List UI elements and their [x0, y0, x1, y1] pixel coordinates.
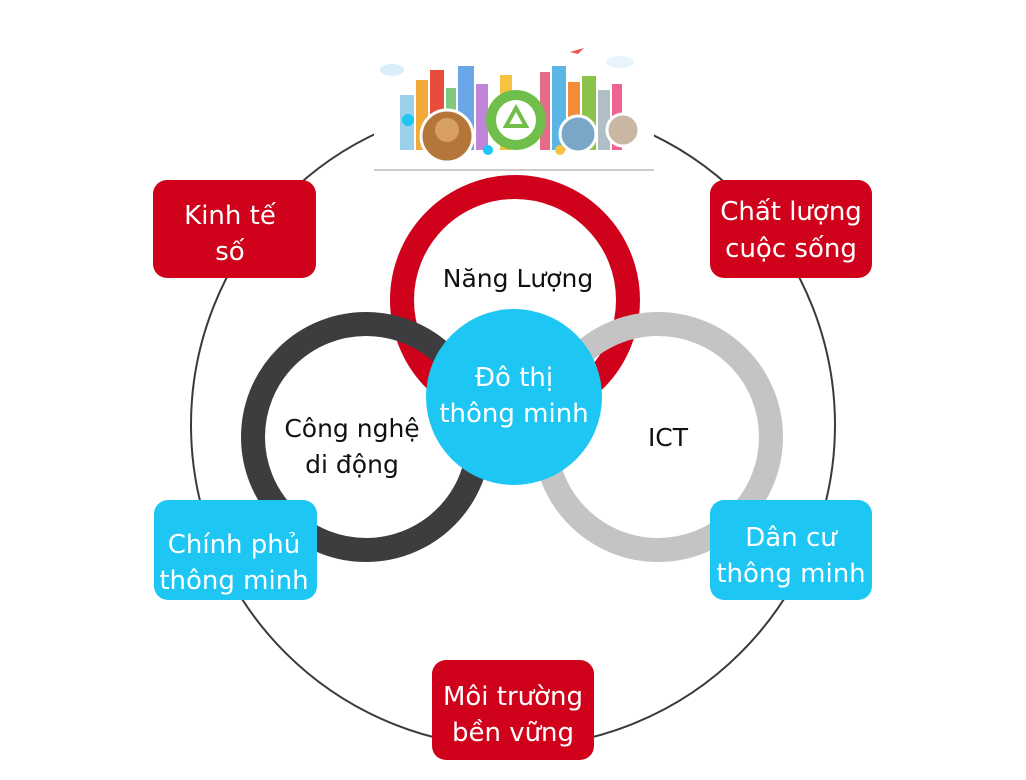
box-chinh-phu-line1: Chính phủ	[168, 530, 301, 560]
box-kinh-te-so-line2: số	[215, 237, 245, 267]
box-chat-luong-line2: cuộc sống	[725, 234, 857, 264]
box-kinh-te-so-line1: Kinh tế	[184, 201, 276, 231]
center-hub	[426, 309, 602, 485]
box-moi-truong-ben-vung: Môi trường bền vững	[432, 660, 594, 760]
box-dan-cu-thong-minh: Dân cư thông minh	[710, 500, 872, 600]
box-chat-luong-line1: Chất lượng	[720, 197, 862, 227]
smart-city-illustration-icon	[374, 44, 654, 171]
center-hub-line1: Đô thị	[475, 363, 553, 393]
ring-label-cong-nghe-line1: Công nghệ	[284, 414, 419, 443]
ring-label-ict: ICT	[648, 423, 689, 452]
box-chinh-phu-thong-minh: Chính phủ thông minh	[154, 500, 317, 600]
box-moi-truong-line1: Môi trường	[443, 682, 583, 712]
box-chat-luong-cuoc-song: Chất lượng cuộc sống	[710, 180, 872, 278]
box-dan-cu-line1: Dân cư	[745, 523, 838, 553]
box-chinh-phu-line2: thông minh	[159, 566, 308, 596]
box-moi-truong-line2: bền vững	[452, 718, 574, 748]
ring-label-nang-luong: Năng Lượng	[443, 264, 593, 293]
ring-label-cong-nghe-line2: di động	[305, 450, 399, 479]
box-dan-cu-line2: thông minh	[716, 559, 865, 589]
box-kinh-te-so: Kinh tế số	[153, 180, 316, 278]
center-hub-line2: thông minh	[439, 399, 588, 429]
